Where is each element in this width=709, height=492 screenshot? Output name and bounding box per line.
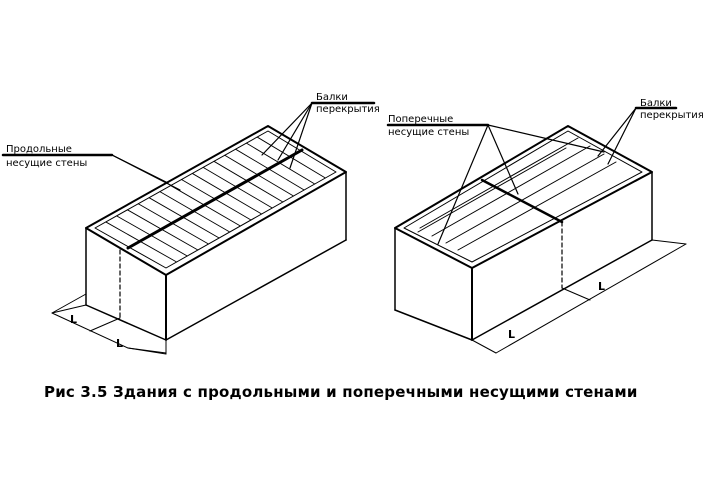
right-roof-inner [403, 130, 643, 263]
right-dim-1: L [508, 328, 515, 341]
right-building [386, 106, 687, 354]
left-beams-label-line1: Балки [316, 92, 348, 103]
left-beam-line [191, 172, 263, 215]
right-transverse-wall [480, 178, 564, 224]
left-roof-inner [94, 130, 337, 269]
right-walls-label-line2: несущие стены [388, 127, 469, 138]
figure-caption: Рис 3.5 Здания с продольными и поперечны… [44, 383, 638, 401]
right-beams-label-line1: Балки [640, 98, 672, 109]
left-beam-line [126, 209, 199, 251]
left-floor-beams [105, 136, 326, 263]
left-beam-line [159, 191, 231, 233]
left-walls-label-line1: Продольные [6, 144, 72, 155]
right-floor-beams [417, 137, 617, 251]
left-beam-line [148, 197, 220, 239]
left-beam-line [105, 221, 178, 263]
left-beam-line [213, 160, 284, 203]
left-beam-line [224, 154, 294, 197]
left-dim-2: L [116, 337, 123, 350]
right-roof-outline [394, 125, 653, 269]
left-beam-line [235, 148, 305, 191]
left-beam-line [245, 142, 316, 185]
left-beams-label-line2: перекрытия [316, 104, 380, 115]
left-beam-line [256, 136, 326, 179]
left-walls-label-line2: несущие стены [6, 158, 87, 169]
left-beam-line [181, 179, 252, 221]
right-walls-label-line1: Поперечные [388, 114, 453, 125]
left-beam-line [137, 203, 209, 245]
right-beams-label-line2: перекрытия [640, 110, 704, 121]
left-dim-1: L [70, 313, 77, 326]
right-dim-2: L [598, 280, 605, 293]
left-beam-line [116, 215, 188, 257]
left-beam-line [202, 166, 273, 209]
left-roof-outline [85, 125, 347, 276]
left-beam-line [170, 185, 241, 227]
left-building [1, 101, 376, 355]
